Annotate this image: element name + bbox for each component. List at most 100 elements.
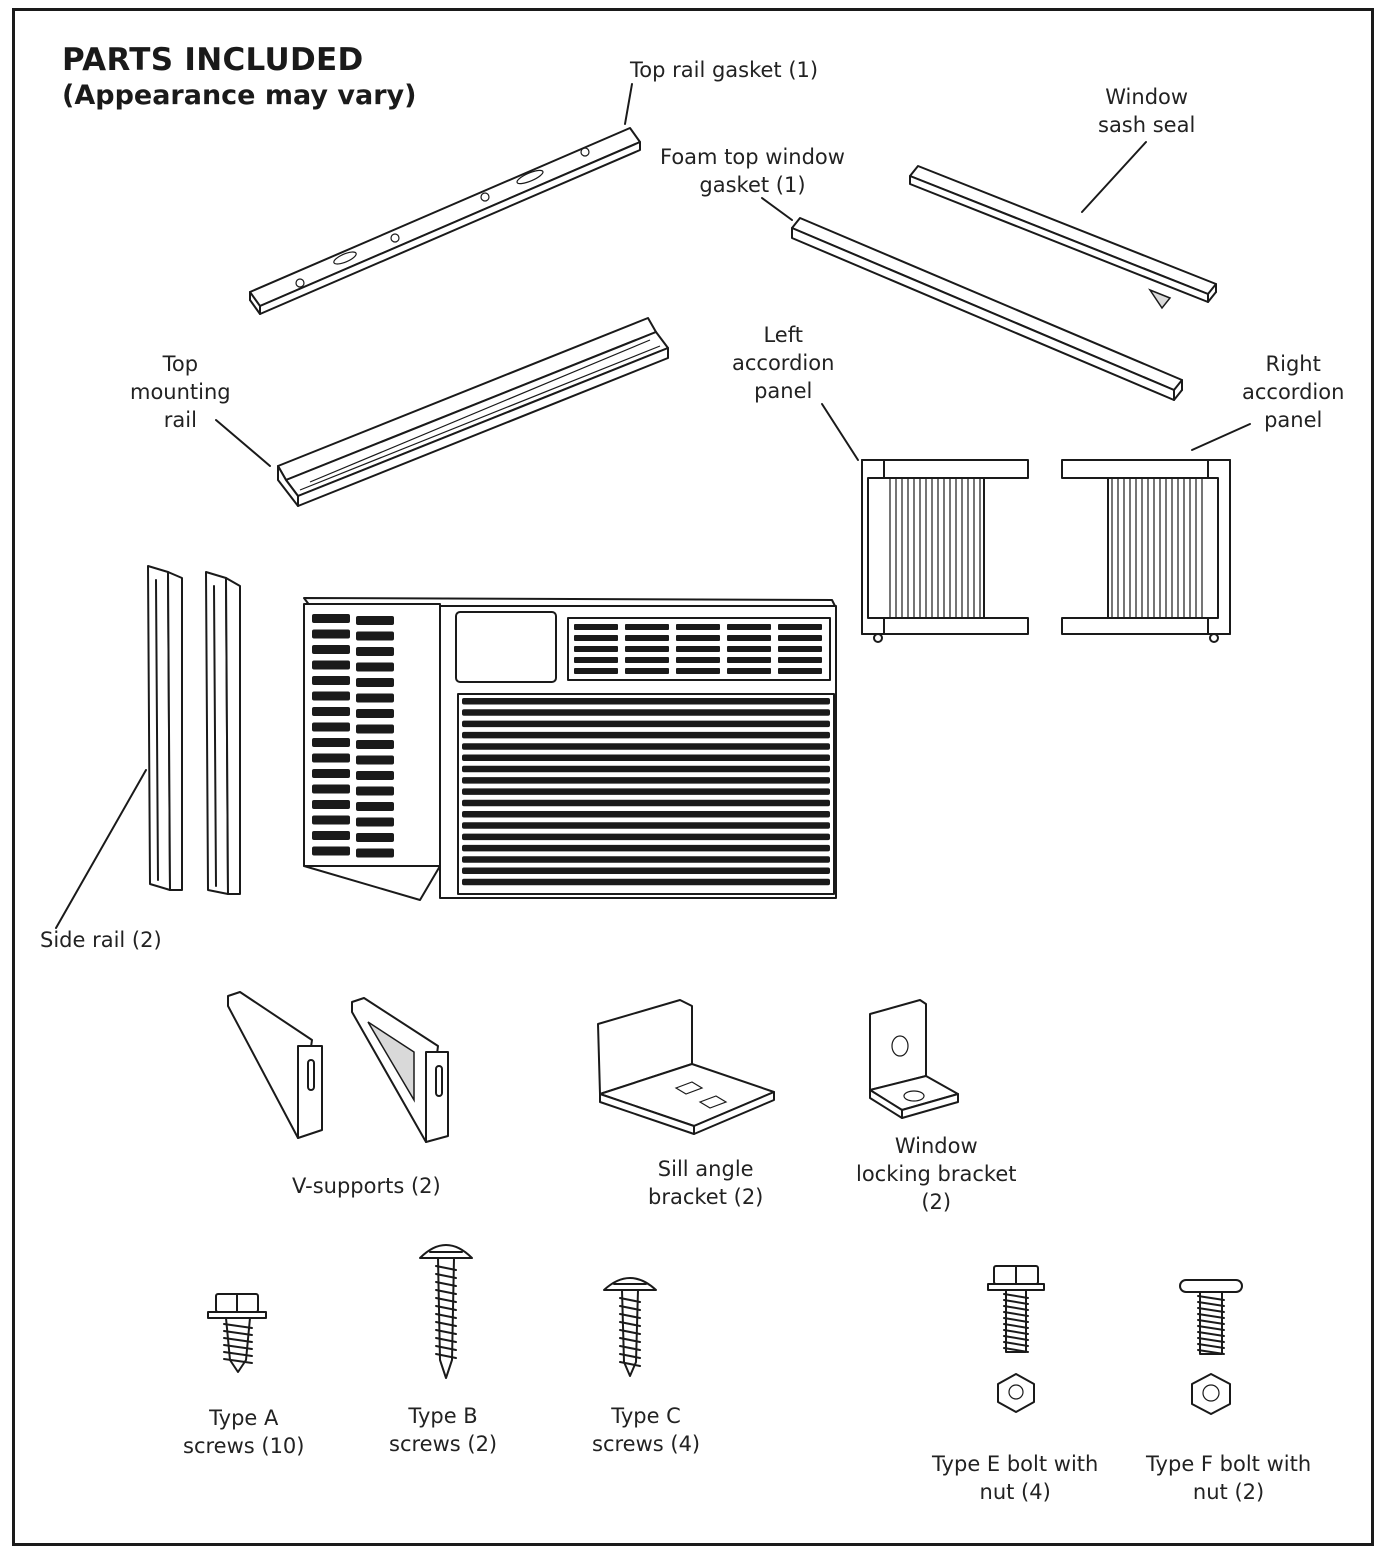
side-slot xyxy=(312,753,350,763)
window-locking-bracket-drawing xyxy=(869,999,959,1119)
label-type-e-bolt: Type E bolt with nut (4) xyxy=(932,1450,1098,1506)
label-line: nut (4) xyxy=(979,1480,1051,1504)
thread xyxy=(435,1337,457,1343)
thread xyxy=(435,1281,457,1287)
grille-louver xyxy=(462,731,830,739)
thread xyxy=(435,1329,457,1335)
thread xyxy=(223,1351,253,1357)
thread xyxy=(1003,1323,1029,1329)
thread xyxy=(1197,1325,1225,1331)
thread xyxy=(435,1345,457,1351)
thread xyxy=(435,1321,457,1327)
label-line: screws (10) xyxy=(183,1434,305,1458)
side-rails-drawing xyxy=(147,565,241,895)
grille-louver xyxy=(462,709,830,716)
type-e-bolt-drawing xyxy=(987,1265,1045,1413)
thread xyxy=(1003,1341,1029,1347)
label-side-rail: Side rail (2) xyxy=(40,926,162,954)
label-type-a-screws: Type A screws (10) xyxy=(183,1404,304,1460)
label-line: Type C xyxy=(611,1404,681,1428)
side-slot xyxy=(312,676,350,685)
grille-louver xyxy=(462,720,830,728)
thread xyxy=(435,1297,457,1303)
label-line: Type A xyxy=(209,1406,279,1430)
vent-louver xyxy=(676,646,720,652)
side-slot xyxy=(356,631,394,641)
label-line: accordion xyxy=(732,351,835,375)
side-slot xyxy=(356,724,394,734)
thread xyxy=(619,1297,641,1303)
thread xyxy=(1197,1319,1225,1325)
vent-louver xyxy=(727,635,771,641)
thread xyxy=(1197,1313,1225,1319)
side-slot xyxy=(312,769,350,778)
vent-louver xyxy=(727,668,771,674)
thread xyxy=(619,1321,641,1327)
vent-louver xyxy=(727,624,771,630)
vent-louver xyxy=(625,635,669,641)
side-slot xyxy=(356,833,394,842)
diagram-frame xyxy=(12,8,1374,1546)
grille-louver xyxy=(462,867,830,874)
label-line: Left xyxy=(763,323,803,347)
grille-louver xyxy=(462,743,830,750)
label-line: gasket (1) xyxy=(699,173,806,197)
top-mounting-rail-drawing xyxy=(277,317,669,507)
label-line: Right xyxy=(1265,352,1321,376)
label-sill-angle-bracket: Sill angle bracket (2) xyxy=(648,1155,763,1211)
label-line: Window xyxy=(1105,85,1189,109)
thread xyxy=(1003,1317,1029,1323)
thread xyxy=(1197,1337,1225,1343)
thread xyxy=(223,1323,253,1329)
thread xyxy=(435,1273,457,1279)
grille-louver xyxy=(462,822,830,829)
type-f-bolt-drawing xyxy=(1179,1279,1243,1415)
grille-louver xyxy=(462,698,830,705)
type-a-screw-drawing xyxy=(207,1293,267,1373)
side-slot xyxy=(356,817,394,827)
side-slot xyxy=(312,846,350,856)
vent-louver xyxy=(778,635,822,641)
label-window-sash-seal: Window sash seal xyxy=(1098,83,1195,139)
thread xyxy=(1003,1311,1029,1317)
type-c-screw-drawing xyxy=(603,1277,657,1377)
thread xyxy=(223,1344,253,1350)
label-line: Side rail (2) xyxy=(40,928,162,952)
vent-louver xyxy=(574,635,618,641)
label-line: Type F bolt with xyxy=(1146,1452,1312,1476)
grille-louver xyxy=(462,799,830,807)
sill-angle-bracket-drawing xyxy=(597,999,775,1135)
label-top-mounting-rail: Top mounting rail xyxy=(130,350,231,434)
thread xyxy=(1003,1293,1029,1299)
side-slot xyxy=(356,647,394,656)
grille-louver xyxy=(462,811,830,818)
thread xyxy=(1003,1347,1029,1353)
vent-louver xyxy=(625,624,669,630)
label-line: bracket (2) xyxy=(648,1185,764,1209)
window-sash-seal-drawing xyxy=(909,165,1217,310)
label-line: Sill angle xyxy=(657,1157,754,1181)
side-slot xyxy=(356,678,394,687)
side-slot xyxy=(312,815,350,825)
label-line: panel xyxy=(1264,408,1323,432)
thread xyxy=(1197,1343,1225,1349)
thread xyxy=(619,1337,641,1343)
label-line: V-supports (2) xyxy=(292,1174,441,1198)
vent-louver xyxy=(676,624,720,630)
thread xyxy=(619,1329,641,1335)
vent-louver xyxy=(727,646,771,652)
grille-louver xyxy=(462,765,830,773)
side-slot xyxy=(312,629,350,639)
thread xyxy=(1197,1349,1225,1355)
label-line: Window xyxy=(894,1134,978,1158)
label-top-rail-gasket: Top rail gasket (1) xyxy=(630,56,818,84)
label-line: Type B xyxy=(408,1404,478,1428)
vent-louver xyxy=(574,624,618,630)
side-slot xyxy=(312,738,350,747)
foam-top-window-gasket-drawing xyxy=(791,217,1183,401)
thread xyxy=(619,1305,641,1311)
type-b-screw-drawing xyxy=(419,1244,473,1379)
grille-louver xyxy=(462,844,830,852)
vent-louver xyxy=(574,668,618,674)
label-type-b-screws: Type B screws (2) xyxy=(389,1402,497,1458)
